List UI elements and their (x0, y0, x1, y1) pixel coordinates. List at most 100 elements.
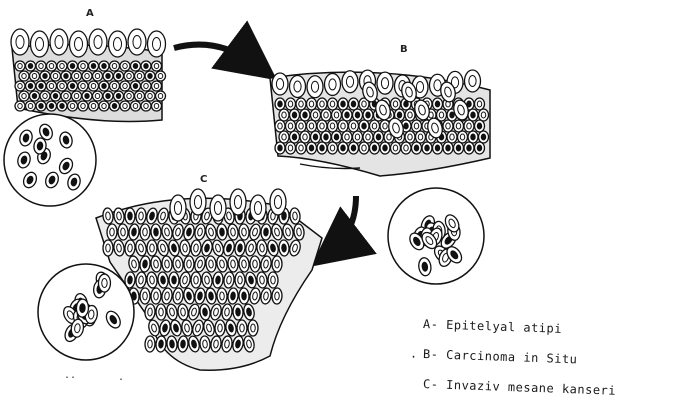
panel-label-c: C (200, 174, 207, 185)
cell (443, 142, 453, 154)
cell (156, 91, 166, 101)
cell (78, 61, 88, 71)
cell (433, 142, 443, 154)
cell (475, 142, 485, 154)
cell (47, 101, 57, 111)
cell (261, 224, 272, 241)
cell (109, 31, 127, 57)
cell (31, 31, 49, 57)
cell (140, 224, 150, 240)
cell (416, 131, 426, 143)
cell (135, 71, 145, 81)
cell (141, 61, 151, 71)
cell (26, 61, 36, 71)
cell (15, 61, 25, 71)
cell (82, 91, 92, 101)
cell (321, 109, 331, 121)
cell (447, 131, 457, 143)
cell (359, 120, 369, 132)
cell (107, 224, 118, 240)
panel-c-magnified-cells (38, 264, 134, 360)
cell (296, 120, 306, 132)
cell (275, 98, 285, 110)
cell (290, 109, 300, 121)
legend-bullet: . (410, 348, 418, 360)
cell (145, 91, 155, 101)
cell (275, 142, 285, 154)
cell (169, 272, 180, 288)
cell (338, 120, 348, 132)
cell (479, 109, 489, 121)
cell (363, 109, 373, 121)
cell (475, 98, 485, 110)
cell (36, 61, 46, 71)
cell (464, 120, 474, 132)
cell (250, 195, 266, 221)
cell (349, 98, 359, 110)
cell (152, 61, 162, 71)
cell (468, 109, 478, 121)
cell (272, 256, 282, 272)
cell (307, 98, 317, 110)
cell (110, 61, 120, 71)
cell (412, 120, 422, 132)
cell (332, 109, 342, 121)
cell (51, 71, 61, 81)
cell (47, 81, 57, 91)
cell (40, 91, 50, 101)
cell (359, 142, 369, 154)
cell (286, 120, 296, 132)
cell (342, 131, 352, 143)
cell (30, 71, 40, 81)
cell (217, 288, 228, 305)
cell (82, 71, 92, 81)
cell (30, 91, 40, 101)
cell (93, 91, 103, 101)
cell (145, 71, 155, 81)
cell (141, 81, 151, 91)
cell (465, 70, 481, 92)
cell (72, 71, 82, 81)
cell (338, 98, 348, 110)
cell (99, 101, 109, 111)
cell (363, 131, 373, 143)
cell (479, 131, 489, 143)
cell (98, 274, 110, 292)
cell (286, 98, 296, 110)
cell (353, 131, 363, 143)
cell (156, 71, 166, 81)
cell (353, 109, 363, 121)
cell (311, 109, 321, 121)
cell (475, 120, 485, 132)
cell (328, 98, 338, 110)
cell (70, 31, 88, 57)
cell (342, 109, 352, 121)
cell (89, 61, 99, 71)
cell (349, 142, 359, 154)
cell (278, 240, 289, 257)
cell (118, 224, 129, 241)
cell (144, 304, 155, 321)
cell (272, 288, 283, 304)
cell (11, 29, 29, 55)
cell (93, 71, 103, 81)
cell (78, 101, 88, 111)
cell (464, 142, 474, 154)
cell (279, 131, 289, 143)
cell (454, 142, 464, 154)
cell (78, 81, 88, 91)
cell (237, 320, 247, 336)
cell (57, 81, 67, 91)
cell (422, 142, 432, 154)
stray-mark: . (118, 372, 124, 383)
cell (110, 81, 120, 91)
cell (349, 120, 359, 132)
cell (89, 81, 99, 91)
cell (156, 304, 166, 320)
cell (152, 101, 162, 111)
cell (36, 81, 46, 91)
cell (300, 109, 310, 121)
cell (468, 131, 478, 143)
